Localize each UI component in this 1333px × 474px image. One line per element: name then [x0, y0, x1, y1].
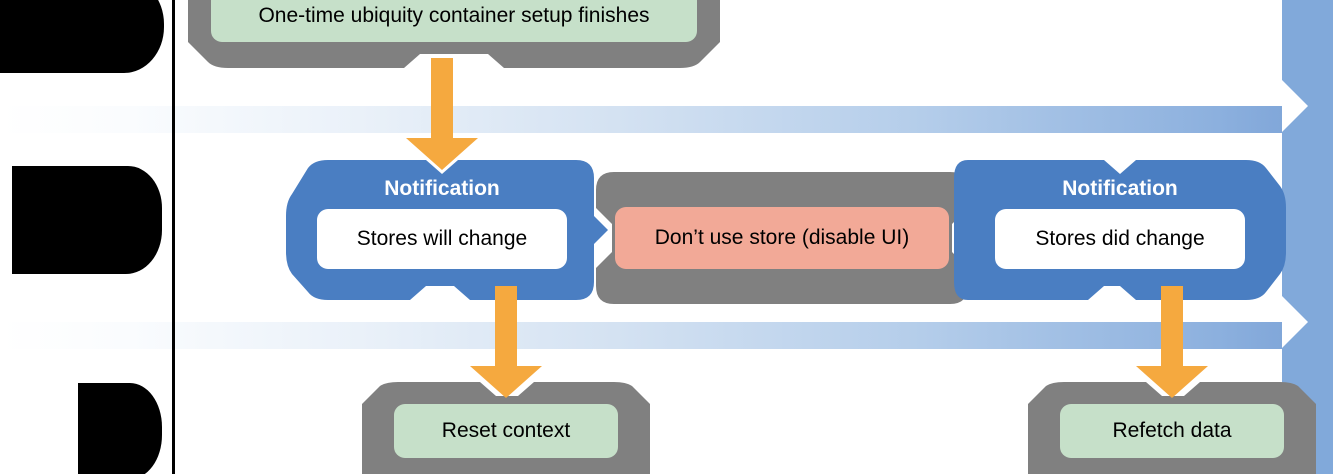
- node-reset-context-content: Reset context: [362, 382, 650, 474]
- connector-will-change-to-reset-context-stem: [495, 286, 517, 372]
- lane-band-1: [0, 106, 1282, 133]
- node-dont-use-store-content: Don’t use store (disable UI): [596, 172, 968, 304]
- node-dont-use-store[interactable]: Don’t use store (disable UI): [596, 172, 968, 304]
- connector-setup-to-will-change-stem: [431, 58, 453, 144]
- node-stores-will-change-content: Notification Stores will change: [276, 156, 608, 308]
- node-stores-will-change[interactable]: Notification Stores will change: [276, 156, 608, 308]
- node-refetch-data-label: Refetch data: [1060, 404, 1284, 458]
- node-stores-did-change[interactable]: Notification Stores did change: [954, 156, 1286, 308]
- node-dont-use-store-label: Don’t use store (disable UI): [615, 207, 949, 269]
- lane-band-2: [0, 322, 1282, 349]
- connector-setup-to-will-change-head: [406, 138, 478, 170]
- connector-will-change-to-reset-context: [470, 286, 542, 398]
- redacted-label-2: [12, 166, 162, 274]
- node-stores-will-change-label: Stores will change: [317, 209, 567, 269]
- node-stores-did-change-content: Notification Stores did change: [954, 156, 1286, 308]
- timeline-notch-1: [1282, 80, 1308, 132]
- redacted-label-3: [78, 383, 162, 474]
- node-stores-did-change-label: Stores did change: [995, 209, 1245, 269]
- node-setup-finishes-content: One-time ubiquity container setup finish…: [188, 0, 720, 80]
- node-stores-will-change-title: Notification: [384, 177, 500, 200]
- node-refetch-data[interactable]: Refetch data: [1028, 382, 1316, 474]
- connector-will-change-to-reset-context-head: [470, 366, 542, 398]
- node-setup-finishes[interactable]: One-time ubiquity container setup finish…: [188, 0, 720, 80]
- redacted-label-1: [0, 0, 164, 73]
- node-refetch-data-content: Refetch data: [1028, 382, 1316, 474]
- connector-did-change-to-refetch-data-stem: [1161, 286, 1183, 372]
- node-stores-did-change-title: Notification: [1062, 177, 1178, 200]
- node-reset-context[interactable]: Reset context: [362, 382, 650, 474]
- node-reset-context-label: Reset context: [394, 404, 618, 458]
- connector-did-change-to-refetch-data: [1136, 286, 1208, 398]
- connector-setup-to-will-change: [406, 58, 478, 170]
- timeline-notch-2: [1282, 296, 1308, 348]
- connector-did-change-to-refetch-data-head: [1136, 366, 1208, 398]
- column-divider-rule: [172, 0, 175, 474]
- node-setup-finishes-label: One-time ubiquity container setup finish…: [211, 0, 697, 42]
